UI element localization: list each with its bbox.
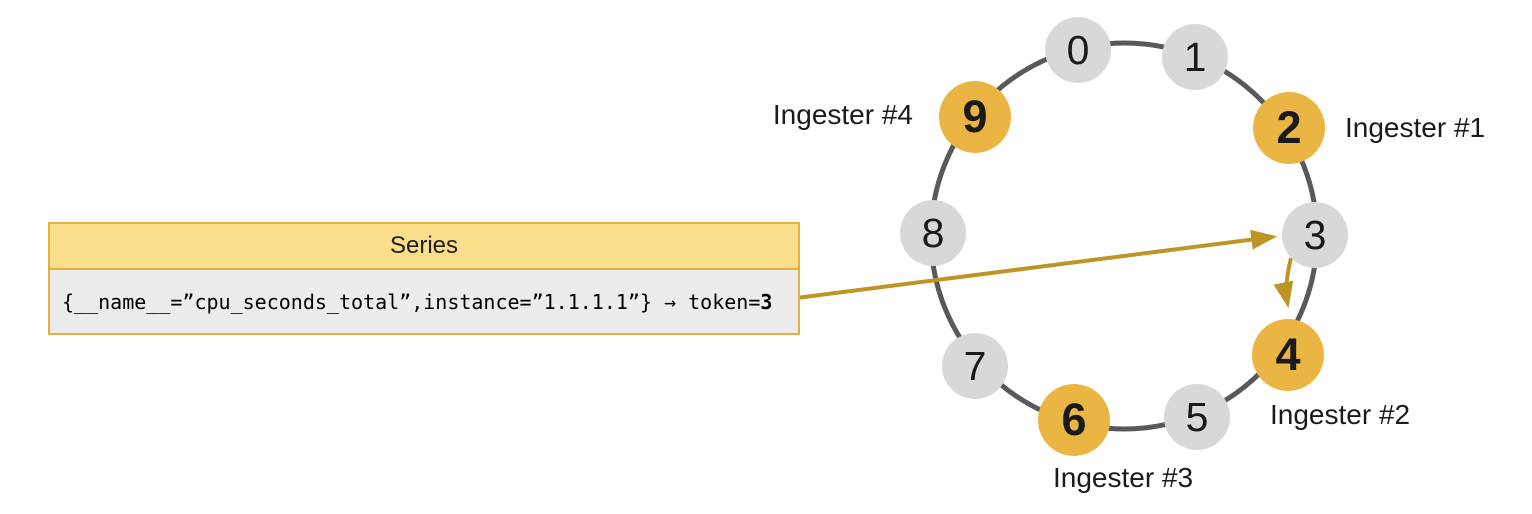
ingester-4-label: Ingester #4 [772,99,913,130]
token-to-ingester-arrow [1273,257,1294,309]
ring-node-3: 3 [1282,202,1348,268]
ingester-1-label: Ingester #1 [1345,112,1486,143]
series-box-title: Series [50,224,798,270]
ring-node-6: 6 [1038,384,1110,456]
ring-node-5: 5 [1164,384,1230,450]
ingester-2-label: Ingester #2 [1270,399,1411,430]
series-to-token-arrow [764,229,1278,304]
series-annotation: {__name__=”cpu_seconds_total”,instance=”… [50,270,798,333]
ring-node-2: 2 [1253,92,1325,164]
series-box: Series {__name__=”cpu_seconds_total”,ins… [48,222,800,335]
token-value: 3 [760,289,773,314]
ring-node-1: 1 [1162,24,1228,90]
ring-node-9: 9 [939,81,1011,153]
ring-node-4: 4 [1252,319,1324,391]
series-selector-text: {__name__=”cpu_seconds_total”,instance=”… [62,289,761,314]
ingester-3-label: Ingester #3 [1053,462,1194,493]
ring-node-8: 8 [900,200,966,266]
ring-node-0: 0 [1045,17,1111,83]
ring-node-7: 7 [942,333,1008,399]
